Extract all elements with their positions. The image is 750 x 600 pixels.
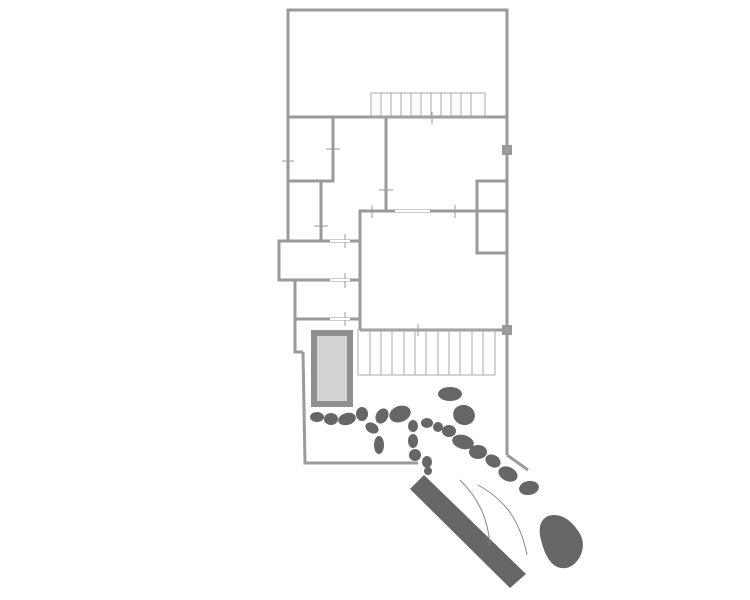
stepping-stone bbox=[324, 413, 338, 425]
stepping-stone bbox=[498, 466, 518, 482]
pillar bbox=[502, 145, 512, 155]
pillars bbox=[502, 145, 512, 335]
stone-bench-slab bbox=[410, 475, 526, 588]
stepping-stone bbox=[452, 434, 474, 450]
stepping-stone bbox=[310, 412, 324, 422]
upper-deck bbox=[370, 92, 486, 118]
stepping-stone bbox=[469, 445, 487, 459]
stepping-stone bbox=[422, 456, 432, 468]
stepping-stone bbox=[408, 420, 418, 432]
west-room-2 bbox=[288, 179, 323, 241]
door-marks bbox=[282, 112, 478, 336]
stepping-stone bbox=[433, 422, 443, 432]
stepping-stone bbox=[356, 407, 368, 421]
basin-water bbox=[317, 336, 347, 401]
lower-deck-boards bbox=[369, 330, 484, 375]
stepping-stone bbox=[424, 467, 432, 475]
water-basin bbox=[311, 330, 353, 407]
stepping-stone bbox=[453, 404, 475, 426]
garden-boulder bbox=[539, 514, 583, 569]
door-openings bbox=[330, 210, 430, 320]
gravel-line bbox=[459, 479, 491, 546]
east-closet bbox=[475, 179, 507, 255]
center-room bbox=[358, 209, 507, 330]
stone-bench bbox=[410, 475, 528, 588]
stepping-stone bbox=[442, 425, 456, 437]
garden-wall bbox=[301, 351, 418, 465]
top-room-wall bbox=[286, 8, 509, 119]
east-garden-wall bbox=[506, 453, 529, 472]
stepping-stone bbox=[408, 434, 418, 448]
stepping-stone bbox=[365, 422, 379, 434]
west-annex bbox=[277, 239, 295, 282]
stepping-stone bbox=[338, 412, 356, 426]
stepping-stone bbox=[389, 405, 411, 423]
stepping-stones bbox=[310, 387, 539, 496]
pillar bbox=[502, 325, 512, 335]
gravel-line bbox=[477, 484, 528, 556]
stepping-stone bbox=[375, 408, 389, 424]
stepping-stone bbox=[374, 436, 384, 454]
corridor-low bbox=[293, 280, 303, 354]
stepping-stone bbox=[485, 454, 501, 468]
upper-deck-boards bbox=[380, 93, 472, 117]
wooden-decks bbox=[357, 92, 496, 376]
stepping-stone bbox=[421, 418, 433, 428]
stepping-stone bbox=[409, 449, 421, 461]
stepping-stone bbox=[519, 480, 539, 496]
stepping-stone bbox=[438, 387, 462, 401]
